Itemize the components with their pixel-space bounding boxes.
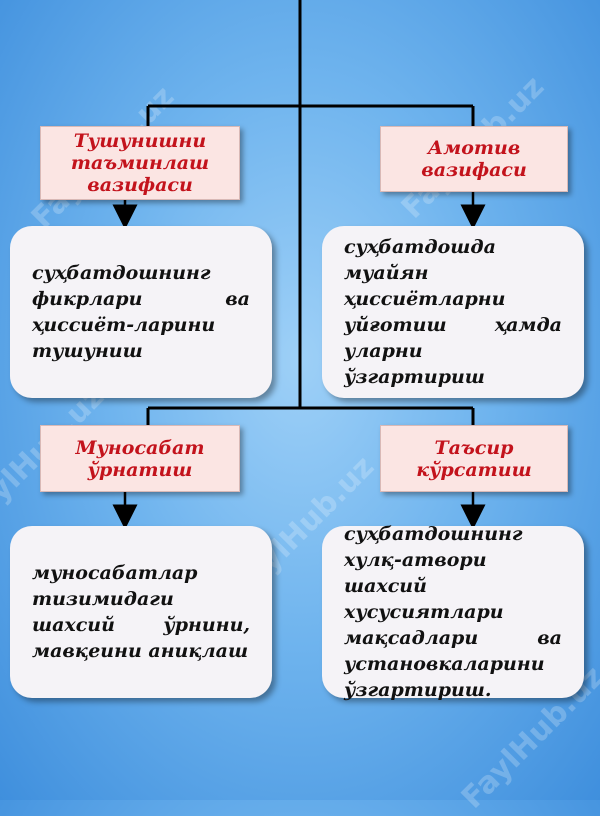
label-exert-influence: Таъсир кўрсатиш [380,425,568,492]
card-influence: суҳбатдошнинг хулқ-атвори шахсий хусусия… [322,523,584,701]
card-relationship: муносабатлар тизимидаги шахсий ўрнини, м… [10,526,272,698]
card-understanding: суҳбатдошнинг фикрлари ва ҳиссиёт-ларини… [10,226,272,398]
label-establish-relationship: Муносабат ўрнатиш [40,425,240,492]
card-relationship-text: муносабатлар тизимидаги шахсий ўрнини, м… [32,562,250,662]
card-understanding-text: суҳбатдошнинг фикрлари ва ҳиссиёт-ларини… [32,262,250,362]
card-emotive: суҳбатдошда муайян ҳиссиётларни уйғотиш … [322,226,584,398]
label-emotive-function: Амотив вазифаси [380,126,568,192]
label-understanding-function: Тушунишни таъминлаш вазифаси [40,126,240,200]
card-influence-text: суҳбатдошнинг хулқ-атвори шахсий хусусия… [344,523,562,701]
card-emotive-text: суҳбатдошда муайян ҳиссиётларни уйғотиш … [344,236,562,388]
